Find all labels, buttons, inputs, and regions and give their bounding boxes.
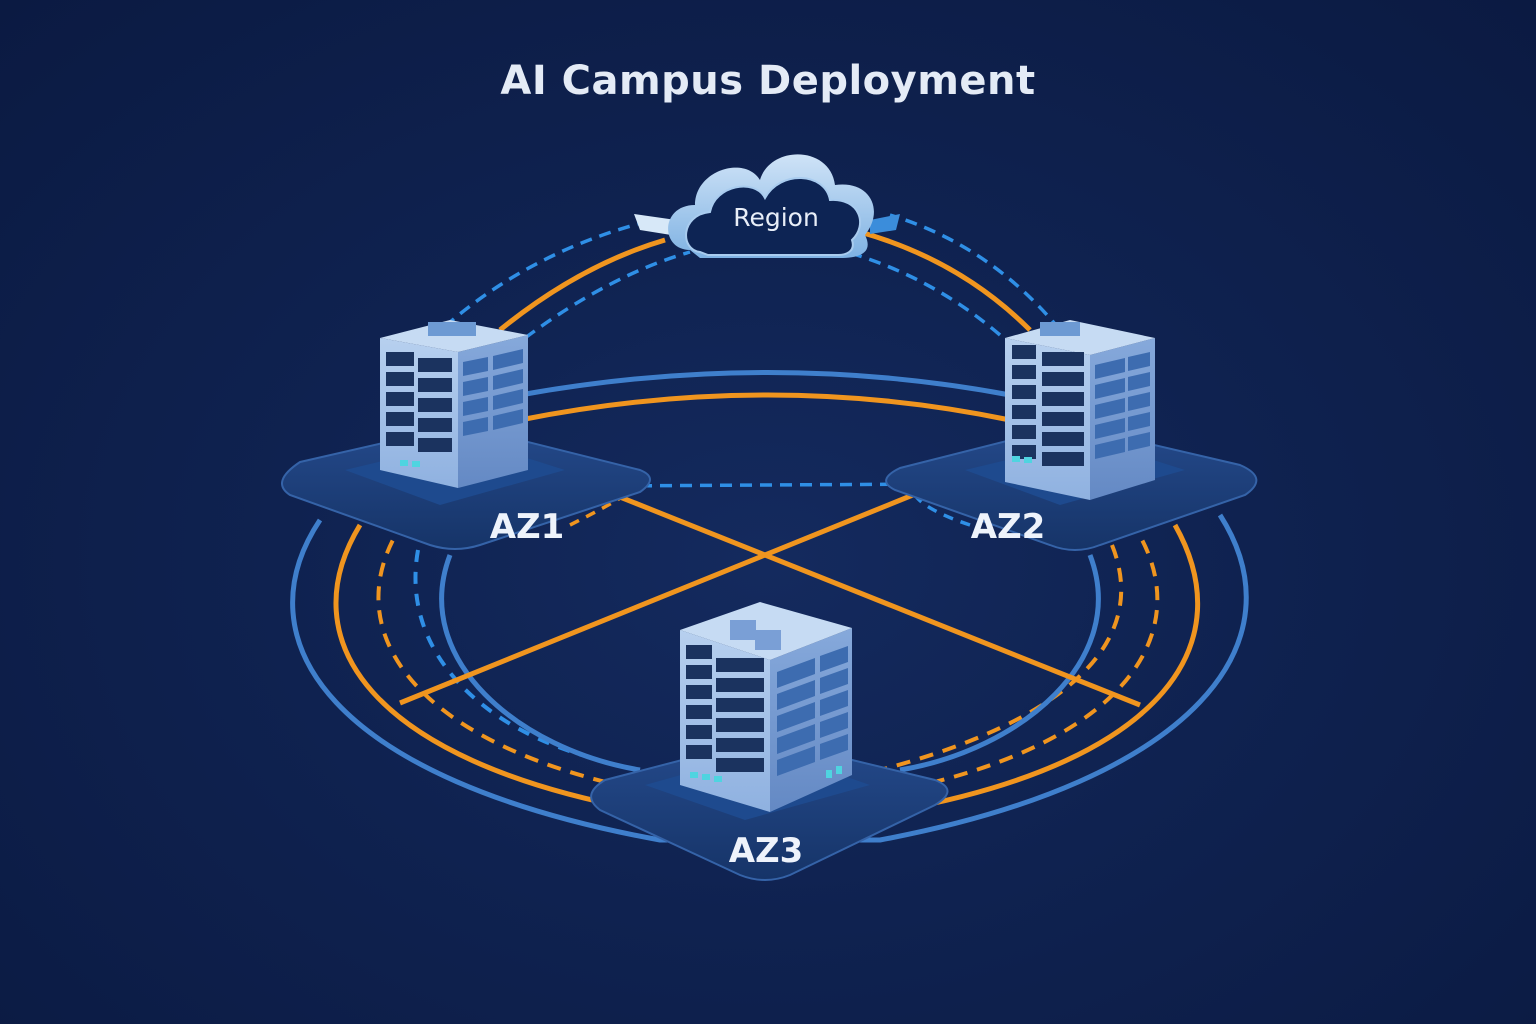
link-az1-az2-blue bbox=[519, 370, 1011, 398]
link-az2-az3-diagonal bbox=[399, 481, 941, 706]
link-region-az1-orange bbox=[498, 237, 666, 332]
link-region-az2-dashed-outer bbox=[889, 213, 1062, 332]
az1-label: AZ1 bbox=[490, 507, 565, 547]
region-label: Region bbox=[733, 203, 819, 232]
ring-dashed-orange-right-inner bbox=[879, 544, 1124, 772]
region-links bbox=[428, 213, 1062, 342]
link-az1-az3-diagonal bbox=[594, 484, 1141, 708]
link-region-az2-dashed-inner bbox=[839, 248, 1002, 337]
az1-node[interactable]: AZ1 bbox=[281, 320, 651, 550]
ring-inner-blue bbox=[439, 554, 1101, 773]
ring-dashed-orange-left bbox=[376, 518, 641, 792]
az3-label: AZ3 bbox=[729, 831, 804, 871]
link-region-az1-dashed-inner bbox=[523, 250, 691, 340]
link-az1-az2-orange bbox=[519, 392, 1011, 423]
az2-label: AZ2 bbox=[971, 507, 1046, 547]
link-az1-az2-dashed bbox=[599, 482, 936, 488]
az3-node[interactable]: AZ3 bbox=[590, 602, 949, 881]
az1-az2-links bbox=[519, 370, 1011, 423]
diagram-title: AI Campus Deployment bbox=[500, 58, 1036, 104]
az2-node[interactable]: AZ2 bbox=[885, 320, 1258, 551]
link-region-az2-orange bbox=[859, 229, 1032, 332]
link-region-az1-dashed-outer bbox=[428, 220, 646, 342]
arrow-right-icon bbox=[870, 214, 900, 234]
region-node[interactable]: Region bbox=[634, 154, 900, 258]
ring-dashed-orange-right bbox=[899, 518, 1160, 792]
